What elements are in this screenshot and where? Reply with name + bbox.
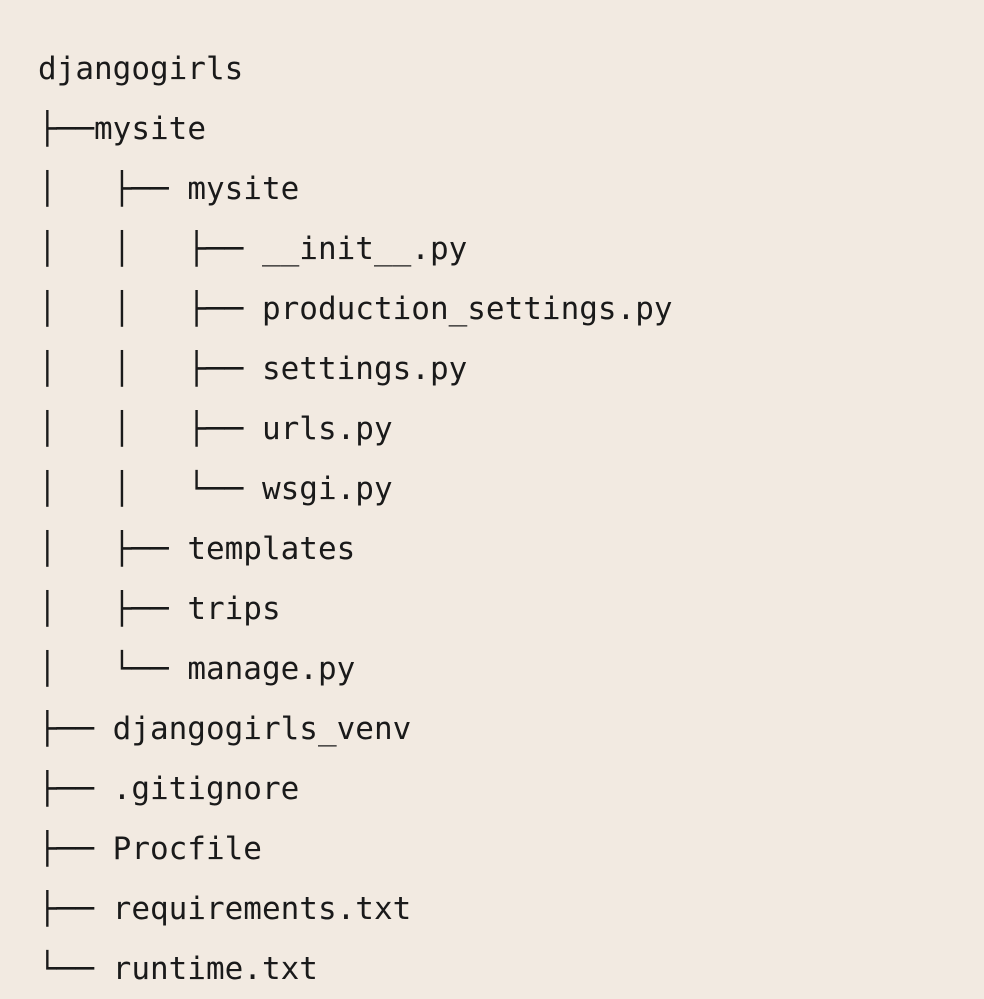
directory-tree: djangogirls├──mysite│ ├── mysite│ │ ├── … [0,31,984,989]
tree-item-directory-name: mysite [187,171,300,207]
tree-branch-glyph: │ ├── [38,171,188,207]
tree-row: │ │ ├── production_settings.py [38,279,984,339]
tree-row: │ ├── mysite [38,159,984,219]
tree-row: └── runtime.txt [38,939,984,999]
tree-row: │ └── manage.py [38,639,984,699]
tree-branch-glyph: └── [38,951,113,987]
tree-row: ├── Procfile [38,819,984,879]
tree-item-file-name: requirements.txt [112,891,412,927]
tree-row: ├──mysite [38,99,984,159]
tree-branch-glyph: │ ├── [38,531,188,567]
tree-branch-glyph: │ │ └── [38,471,262,507]
tree-item-file-name: runtime.txt [112,951,318,987]
tree-branch-glyph: │ │ ├── [38,351,262,387]
tree-branch-glyph: ├── [38,771,113,807]
tree-row: djangogirls [38,39,984,99]
tree-row: │ │ ├── __init__.py [38,219,984,279]
tree-row: ├── .gitignore [38,759,984,819]
tree-row: │ │ ├── settings.py [38,339,984,399]
tree-branch-glyph: │ │ ├── [38,291,262,327]
tree-item-file-name: urls.py [261,411,393,447]
tree-item-file-name: __init__.py [261,231,468,267]
tree-row: ├── djangogirls_venv [38,699,984,759]
tree-item-directory-name: djangogirls_venv [112,711,412,747]
tree-item-directory-name: templates [187,531,356,567]
tree-item-file-name: production_settings.py [261,291,673,327]
tree-row: │ │ ├── urls.py [38,399,984,459]
tree-branch-glyph: │ │ ├── [38,411,262,447]
tree-branch-glyph: ├── [38,111,94,147]
tree-row: │ │ └── wsgi.py [38,459,984,519]
tree-branch-glyph: ├── [38,891,113,927]
tree-item-directory-name: djangogirls [38,51,244,87]
tree-branch-glyph: │ │ ├── [38,231,262,267]
tree-branch-glyph: │ ├── [38,591,188,627]
tree-item-file-name: wsgi.py [261,471,393,507]
tree-branch-glyph: │ └── [38,651,188,687]
tree-row: ├── requirements.txt [38,879,984,939]
tree-branch-glyph: ├── [38,831,113,867]
tree-row: │ ├── trips [38,579,984,639]
tree-item-directory-name: trips [187,591,281,627]
tree-item-file-name: settings.py [261,351,468,387]
tree-item-file-name: Procfile [112,831,262,867]
tree-row: │ ├── templates [38,519,984,579]
tree-item-file-name: manage.py [187,651,356,687]
tree-item-file-name: .gitignore [112,771,300,807]
tree-item-directory-name: mysite [94,111,206,147]
tree-branch-glyph: ├── [38,711,113,747]
